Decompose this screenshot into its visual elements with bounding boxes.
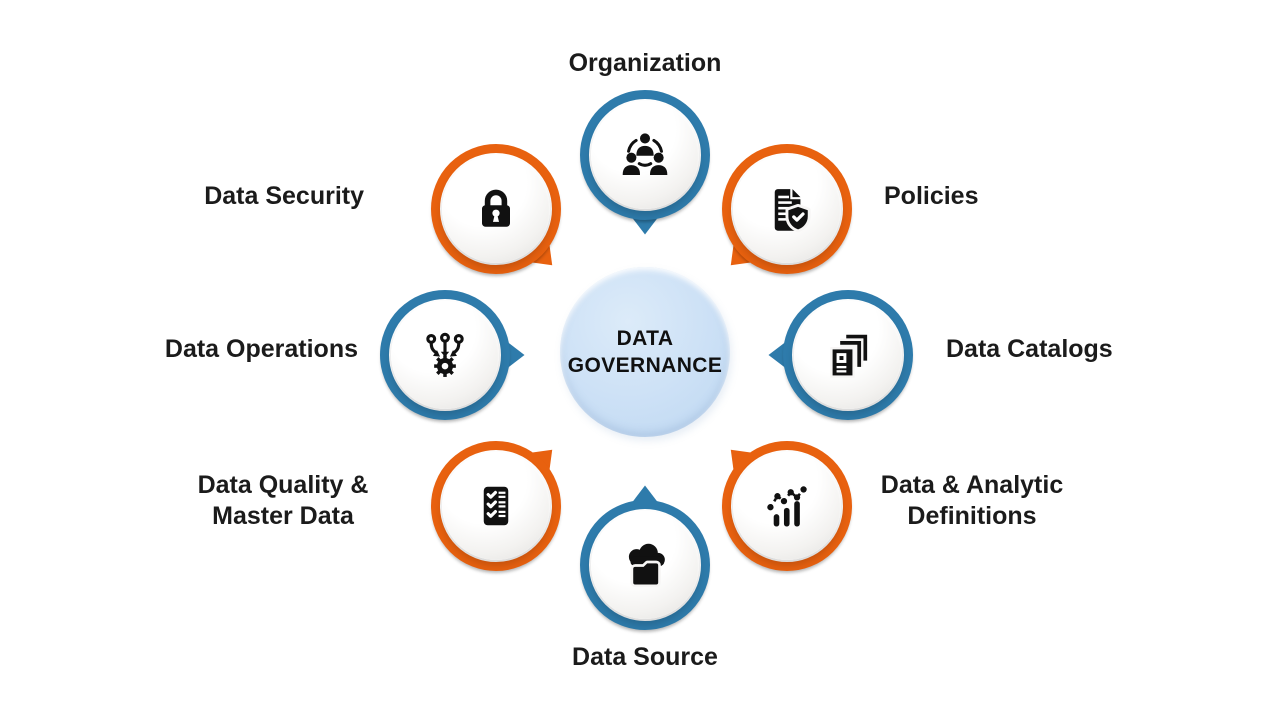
node-analytic-definitions bbox=[719, 438, 852, 571]
node-ring bbox=[722, 144, 852, 274]
label-organization: Organization bbox=[568, 49, 722, 77]
bar-chart-trend-icon bbox=[767, 486, 807, 527]
node-ring bbox=[431, 441, 561, 571]
node-data-operations bbox=[380, 290, 525, 420]
hub-title-line2: GOVERNANCE bbox=[567, 354, 723, 377]
node-ring bbox=[431, 144, 561, 274]
node-data-source bbox=[580, 485, 710, 630]
cloud-folder-icon bbox=[628, 543, 665, 588]
label-data-operations: Data Operations bbox=[164, 335, 358, 363]
label-analytic-definitions: Data & Analytic Definitions bbox=[880, 471, 1064, 530]
node-data-security bbox=[431, 144, 564, 277]
node-disc bbox=[733, 452, 841, 560]
hub-title-line1: DATA bbox=[616, 326, 674, 350]
document-shield-icon bbox=[774, 189, 811, 233]
node-disc bbox=[794, 301, 902, 409]
node-ring bbox=[380, 290, 510, 420]
hub-circle: DATA GOVERNANCE bbox=[560, 267, 730, 437]
node-ring bbox=[783, 290, 913, 420]
node-disc bbox=[591, 101, 699, 209]
label-data-quality: Data Quality & Master Data bbox=[197, 471, 369, 530]
people-network-icon bbox=[622, 133, 668, 175]
label-policies: Policies bbox=[884, 182, 979, 210]
label-data-security: Data Security bbox=[204, 182, 364, 210]
label-data-catalogs: Data Catalogs bbox=[946, 335, 1113, 363]
node-ring bbox=[580, 500, 710, 630]
checklist-icon bbox=[483, 486, 509, 526]
node-disc bbox=[733, 155, 841, 263]
node-disc bbox=[442, 155, 550, 263]
branch-arrows-gear-icon bbox=[426, 332, 464, 377]
stacked-documents-icon bbox=[830, 334, 868, 378]
node-policies bbox=[719, 144, 852, 277]
node-organization bbox=[580, 90, 710, 235]
node-disc bbox=[391, 301, 499, 409]
padlock-icon bbox=[482, 189, 510, 227]
node-data-quality bbox=[431, 438, 564, 571]
node-disc bbox=[442, 452, 550, 560]
node-ring bbox=[722, 441, 852, 571]
node-disc bbox=[591, 511, 699, 619]
node-ring bbox=[580, 90, 710, 220]
label-data-source: Data Source bbox=[572, 643, 718, 671]
node-data-catalogs bbox=[768, 290, 913, 420]
